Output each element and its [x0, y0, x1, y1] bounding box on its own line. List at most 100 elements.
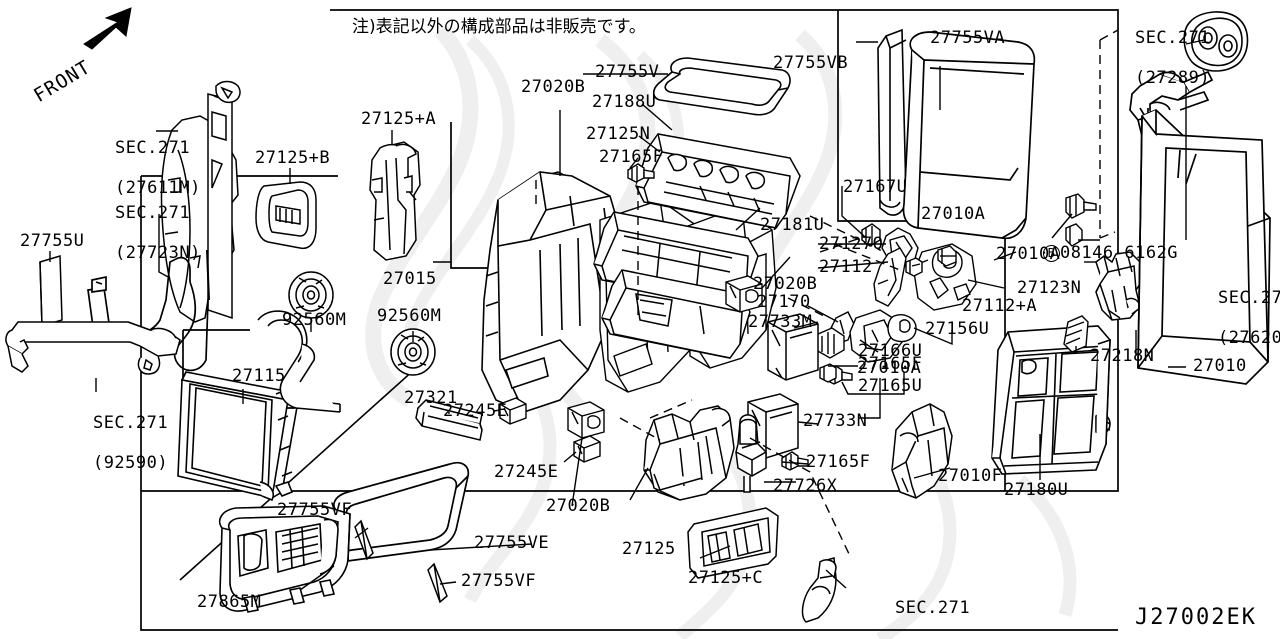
- part-27755u-pad: [39, 255, 63, 327]
- label-27156u: 27156U: [925, 319, 990, 339]
- label-sec-27621e: SEC.271 (27621E): [894, 598, 980, 639]
- label-27020b-1: 27020B: [521, 77, 586, 97]
- part-27123n-bracket: [1095, 251, 1145, 321]
- part-27245e-clip-1: [499, 397, 527, 425]
- part-27015-heater-unit: [481, 171, 621, 413]
- label-27755ve: 27755VE: [474, 533, 550, 553]
- part-27755v-seal: [652, 57, 791, 116]
- front-direction-arrow: [83, 7, 132, 50]
- diagram-code: J27002EK: [1135, 605, 1257, 630]
- part-27125c-grommet: [687, 507, 779, 579]
- label-27755v: 27755V: [595, 62, 660, 82]
- label-27125n: 27125N: [586, 124, 651, 144]
- label-27010: 27010: [1193, 356, 1247, 376]
- part-27181u-duct: [601, 269, 751, 359]
- label-sec-27289: SEC.271 (27289): [1134, 28, 1211, 88]
- label-27115: 27115: [232, 366, 286, 386]
- label-27010f: 27010F: [938, 466, 1003, 486]
- bolt-circle-b: B: [1042, 245, 1060, 262]
- part-27611m-housing: [160, 80, 241, 323]
- label-27755va: 27755VA: [930, 28, 1006, 48]
- part-27733m-actuator: [767, 313, 819, 381]
- label-sec-27611m: SEC.271 (27611M): [114, 138, 201, 198]
- label-27125a: 27125+A: [361, 109, 437, 129]
- part-27020b-clip-bottom: [567, 401, 605, 439]
- label-27180u: 27180U: [1004, 480, 1069, 500]
- part-27321-seal: [415, 399, 483, 441]
- part-92560m-wheel-2: [390, 328, 436, 376]
- label-27125b: 27125+B: [255, 148, 331, 168]
- part-27180u-panel: [991, 325, 1111, 475]
- label-27245e-2: 27245E: [494, 462, 559, 482]
- label-27755u: 27755U: [20, 231, 85, 251]
- label-27127q: 27127Q: [819, 234, 884, 254]
- part-27755vf-strip-2: [427, 562, 448, 604]
- label-27165f-2: 27165F: [858, 354, 923, 374]
- label-27755vf-2: 27755VF: [461, 571, 537, 591]
- part-27167u-link: [861, 223, 881, 247]
- label-27865m: 27865M: [197, 592, 262, 612]
- label-27726x: 27726X: [773, 476, 838, 496]
- part-27010a-clip-2: [905, 257, 923, 277]
- label-27125c: 27125+C: [688, 568, 764, 588]
- part-27165f-screw-1: [627, 163, 655, 183]
- label-27755vb: 27755VB: [773, 53, 849, 73]
- note-japanese: 注)表記以外の構成部品は非販売です。: [352, 17, 646, 37]
- label-sec-27723n: SEC.271 (27723N): [114, 203, 201, 263]
- label-27165f-1: 27165F: [599, 147, 664, 167]
- part-27010a-clip-3: [819, 363, 837, 383]
- label-27165u: 27165U: [858, 376, 923, 396]
- label-27321: 27321: [404, 388, 458, 408]
- part-27289-expansion-valve: [1183, 11, 1249, 72]
- part-27010f-duct: [891, 403, 953, 499]
- part-27726x-unit: [735, 414, 767, 493]
- part-27620-evaporator: [1129, 70, 1271, 385]
- part-27755vf-strip-1: [354, 519, 374, 561]
- part-27755va-evaporator-pad: [902, 31, 1036, 240]
- part-27156u-arm: [849, 309, 917, 363]
- label-27188u: 27188U: [592, 92, 657, 112]
- label-27218n: 27218N: [1090, 346, 1155, 366]
- part-27245e-clip-2: [573, 435, 601, 463]
- label-27167u: 27167U: [843, 177, 908, 197]
- assembly-dashed-guides: [535, 29, 1119, 557]
- part-27125b-grommet: [255, 181, 317, 250]
- part-27115-heater-core: [177, 371, 302, 502]
- part-27188u-grille: [635, 133, 801, 229]
- label-92560m-1: 92560M: [282, 310, 347, 330]
- part-27020b-clip-mid: [725, 275, 763, 313]
- label-27125: 27125: [622, 539, 676, 559]
- label-27170: 27170: [757, 292, 811, 312]
- part-27621e-nozzle: [801, 557, 837, 623]
- part-92560m-wheel-1: [288, 271, 334, 319]
- label-27181u: 27181U: [760, 215, 825, 235]
- part-92590-link: [5, 321, 181, 375]
- callout-leaders: [49, 39, 1205, 591]
- part-27218n-clip: [1063, 315, 1089, 353]
- part-27125-duct-large: [643, 405, 735, 501]
- part-27165f-screw-3: [781, 451, 809, 471]
- part-27112-lever: [873, 247, 907, 307]
- label-sec-92590: SEC.271 (92590): [92, 413, 169, 473]
- label-27010a-3: 27010A: [857, 358, 922, 378]
- part-27865m-vent-grille: [218, 505, 351, 613]
- label-27020b-3: 27020B: [546, 496, 611, 516]
- label-27755vf-1: 27755VF: [277, 500, 353, 520]
- label-27112a: 27112+A: [962, 296, 1038, 316]
- label-27245e-1: 27245E: [443, 401, 508, 421]
- label-27112: 27112: [819, 257, 873, 277]
- label-27733n: 27733N: [803, 411, 868, 431]
- label-27166u: 27166U: [858, 341, 923, 361]
- label-sec-27620: SEC.271 (27620): [1217, 288, 1280, 348]
- part-92560m-pipe-left: [257, 310, 341, 413]
- part-27166u-rod: [815, 327, 845, 359]
- label-27123n: 27123N: [1017, 278, 1082, 298]
- part-08146-bolt: [1065, 193, 1097, 219]
- label-27010a-1: 27010A: [921, 204, 986, 224]
- part-27125a-duct: [369, 141, 421, 261]
- label-27015: 27015: [383, 269, 437, 289]
- label-27020b-2: 27020B: [753, 274, 818, 294]
